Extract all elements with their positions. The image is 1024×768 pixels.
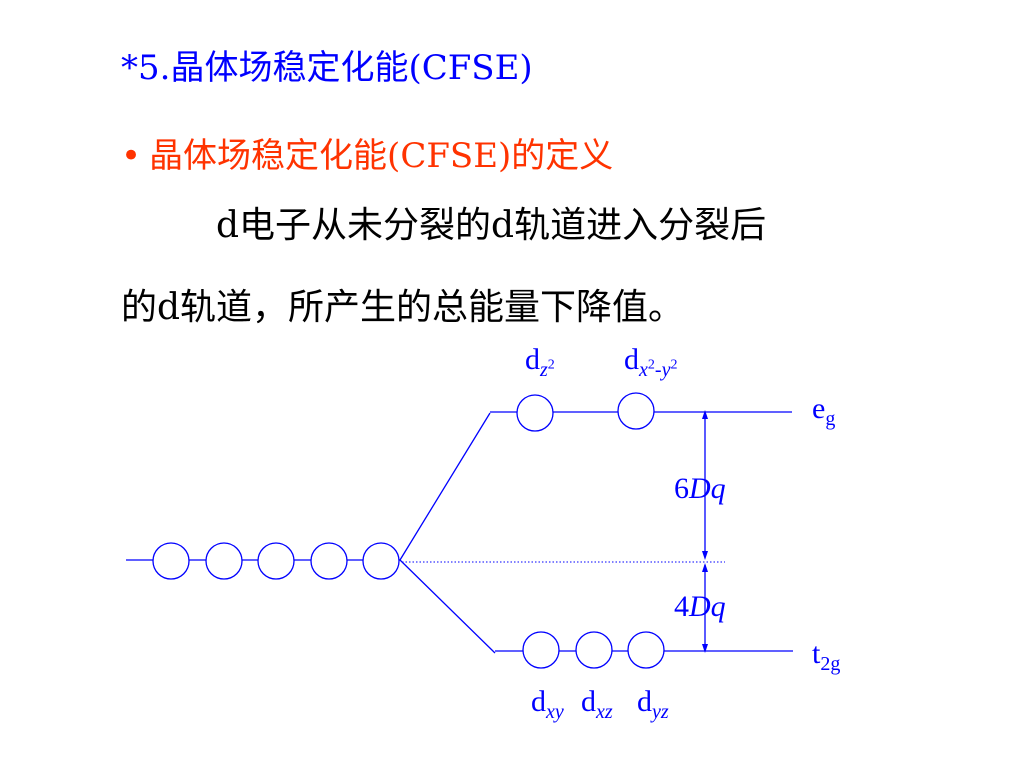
label-dyz-sub: yz xyxy=(652,701,669,723)
label-eg-base: e xyxy=(812,392,826,425)
label-t2g: t2g xyxy=(812,637,840,674)
label-dx2y2-sup2: 2 xyxy=(670,357,678,373)
label-4dq-num: 4 xyxy=(674,590,689,623)
slide-heading: *5.晶体场稳定化能(CFSE) xyxy=(121,48,533,88)
bullet-marker: • xyxy=(121,136,142,176)
arrowhead-up xyxy=(702,563,708,572)
label-dxy-base: d xyxy=(531,685,546,718)
bullet-text: 晶体场稳定化能(CFSE)的定义 xyxy=(149,136,614,176)
label-dyz: dyz xyxy=(637,685,669,722)
definition-line-1: d电子从未分裂的d轨道进入分裂后 xyxy=(216,205,767,246)
t2g-orbital-dyz xyxy=(627,631,665,669)
label-dx2-y2: dx2-y2 xyxy=(624,343,678,380)
arrowhead-up xyxy=(702,410,708,419)
bullet-item: •晶体场稳定化能(CFSE)的定义 xyxy=(121,128,613,177)
label-dx2y2-sup1: 2 xyxy=(647,357,655,373)
label-dz2: dz2 xyxy=(525,343,555,380)
label-t2g-sub: 2g xyxy=(820,653,841,675)
label-dx2y2-y: y xyxy=(661,359,671,381)
degenerate-orbital xyxy=(257,542,295,580)
eg-orbital-dz2 xyxy=(516,394,554,432)
arrowhead-down xyxy=(702,644,708,653)
split-line-upper xyxy=(399,412,491,561)
label-dx2y2-base: d xyxy=(624,343,639,376)
label-dx2y2-x: x xyxy=(639,359,648,381)
label-dxz-base: d xyxy=(581,685,596,718)
label-dz2-base: d xyxy=(525,343,540,376)
label-dxz: dxz xyxy=(581,685,613,722)
eg-orbital-dx2y2 xyxy=(617,392,655,430)
label-dx2y2-dash: - xyxy=(654,359,662,381)
label-dyz-base: d xyxy=(637,685,652,718)
t2g-orbital-dxz xyxy=(575,631,613,669)
label-6dq-num: 6 xyxy=(674,472,689,505)
t2g-orbital-dxy xyxy=(522,631,560,669)
label-4dq: 4Dq xyxy=(674,590,726,624)
definition-line-2: 的d轨道，所产生的总能量下降值。 xyxy=(121,287,685,328)
label-eg-sub: g xyxy=(825,408,836,430)
label-dxy: dxy xyxy=(531,685,564,722)
degenerate-orbital xyxy=(152,542,190,580)
label-6dq: 6Dq xyxy=(674,472,726,506)
label-t2g-base: t xyxy=(812,637,821,670)
label-dz2-sub: z xyxy=(540,359,548,381)
label-6dq-unit: Dq xyxy=(689,472,726,505)
label-4dq-unit: Dq xyxy=(689,590,726,623)
label-dz2-sup: 2 xyxy=(547,357,555,373)
label-eg: eg xyxy=(812,392,835,429)
arrowhead-down xyxy=(702,551,708,560)
label-dxy-sub: xy xyxy=(546,701,564,723)
degenerate-orbital xyxy=(205,542,243,580)
split-line-lower xyxy=(399,559,496,654)
label-dxz-sub: xz xyxy=(596,701,613,723)
degenerate-orbital xyxy=(362,542,400,580)
degenerate-orbital xyxy=(310,542,348,580)
